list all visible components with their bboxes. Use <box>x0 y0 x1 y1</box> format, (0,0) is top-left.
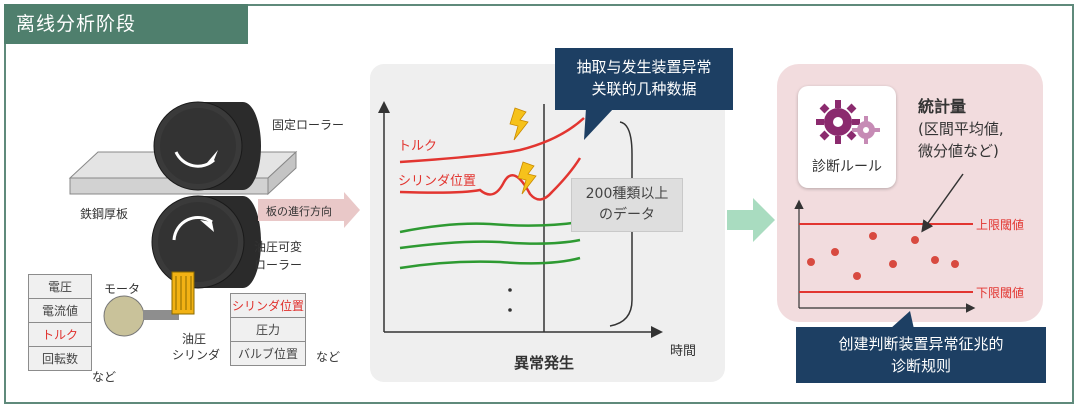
lightning-icon <box>509 107 529 141</box>
direction-label: 板の進行方向 <box>266 205 332 218</box>
data-point <box>951 260 959 268</box>
statistics-line-1: (区間平均値, <box>918 120 1004 138</box>
cylinder-signal-cell: バルブ位置 <box>230 341 306 366</box>
data-point <box>911 236 919 244</box>
threshold-plot <box>794 173 976 313</box>
data-point <box>931 256 939 264</box>
data-point <box>853 272 861 280</box>
data-point <box>831 248 839 256</box>
cylinder-etc-label: など <box>316 350 341 364</box>
rule-creation-callout-line-1: 创建判断装置异常征兆的 <box>838 335 1004 353</box>
flow-arrow <box>727 198 775 242</box>
hydraulic-roller-label-2: ローラー <box>254 258 303 272</box>
cylinder-signal-table: シリンダ位置 圧力 バルブ位置 <box>230 293 306 366</box>
x-axis-label: 時間 <box>670 344 697 359</box>
ellipsis-dot <box>508 308 512 312</box>
normal-series <box>399 256 581 270</box>
torque-series <box>399 117 585 164</box>
statistics-line-2: 微分値など) <box>918 142 999 160</box>
motor-signal-cell: 回転数 <box>28 346 92 371</box>
extraction-callout-line-2: 关联的几种数据 <box>591 80 697 98</box>
statistics-note: 統計量 (区間平均値, 微分値など) <box>918 96 1004 162</box>
gears-icon <box>816 100 880 144</box>
data-count-line-1: 200種類以上 <box>585 186 669 202</box>
normal-series <box>399 238 581 250</box>
motor-signal-cell: 電流値 <box>28 298 92 323</box>
event-label: 異常発生 <box>514 354 575 372</box>
motor-etc-label: など <box>92 370 117 384</box>
data-point <box>807 258 815 266</box>
motor-signal-cell: トルク <box>28 322 92 347</box>
page-title: 离线分析阶段 <box>4 4 248 44</box>
motor-label: モータ <box>104 282 141 296</box>
hydraulic-roller-label-1: 油圧可変 <box>254 240 303 254</box>
lower-limit-label: 下限閾値 <box>976 286 1025 300</box>
steel-plate-label: 鉄鋼厚板 <box>80 207 129 221</box>
diagnostic-rule-card: 診断ルール <box>798 86 896 188</box>
timeseries-plot <box>378 101 663 338</box>
rule-creation-callout-line-2: 诊断规则 <box>890 357 951 375</box>
callout-pointer <box>890 311 914 329</box>
normal-series <box>399 220 581 234</box>
lightning-icon <box>517 161 537 195</box>
diagnostic-rule-label: 診断ルール <box>812 159 882 175</box>
cylinder-series <box>399 157 582 201</box>
direction-arrow <box>258 192 360 228</box>
callout-pointer <box>584 108 614 140</box>
motor-signal-cell: 電圧 <box>28 274 92 299</box>
statistics-title: 統計量 <box>918 97 967 116</box>
fixed-roller <box>153 101 261 191</box>
hydraulic-cylinder <box>171 271 195 315</box>
cylinder-signal-cell: 圧力 <box>230 317 306 342</box>
motor-signal-table: 電圧 電流値 トルク 回転数 <box>28 274 92 371</box>
extraction-callout-line-1: 抽取与发生装置异常 <box>576 58 712 76</box>
ellipsis-dot <box>508 288 512 292</box>
pointer-arrow <box>921 173 964 233</box>
data-point <box>869 232 877 240</box>
upper-limit-label: 上限閾値 <box>976 218 1025 232</box>
cylinder-label-1: 油圧 <box>182 332 207 346</box>
hydraulic-roller <box>151 195 261 289</box>
cylinder-position-label: シリンダ位置 <box>398 174 477 189</box>
data-count-line-2: のデータ <box>599 207 655 223</box>
data-count-box: 200種類以上 のデータ <box>571 178 683 232</box>
rule-creation-callout: 创建判断装置异常征兆的 诊断规则 <box>796 327 1046 383</box>
machine-diagram <box>68 101 360 337</box>
cylinder-signal-cell: シリンダ位置 <box>230 293 306 318</box>
fixed-roller-label: 固定ローラー <box>272 118 345 132</box>
torque-label: トルク <box>398 139 438 154</box>
motor <box>103 295 145 337</box>
extraction-callout: 抽取与发生装置异常 关联的几种数据 <box>555 48 733 110</box>
data-point <box>889 260 897 268</box>
cylinder-label-2: シリンダ <box>172 348 221 362</box>
